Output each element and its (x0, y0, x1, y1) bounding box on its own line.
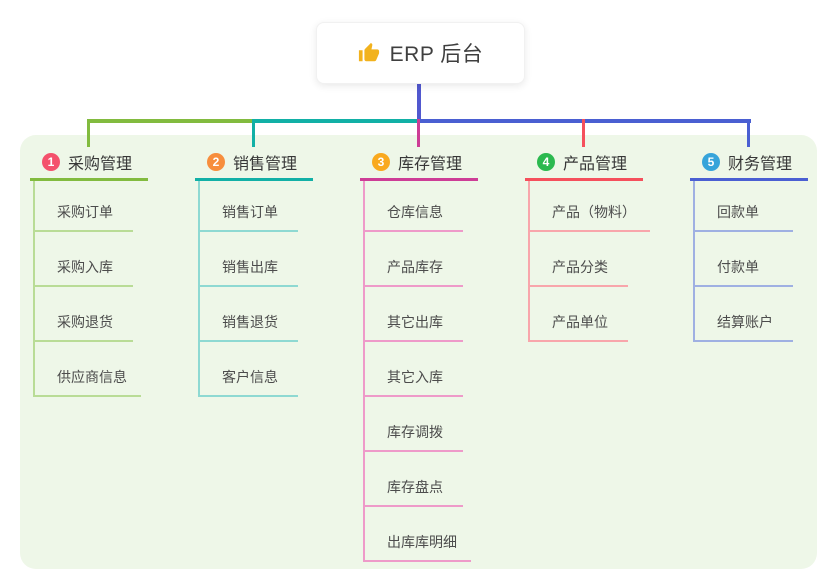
child-node-label: 采购入库 (57, 259, 113, 275)
branch-underline (690, 178, 808, 181)
child-node[interactable]: 付款单 (695, 232, 793, 287)
branch-number-badge: 2 (207, 152, 225, 171)
child-node[interactable]: 客户信息 (200, 342, 298, 397)
branch-underline (195, 178, 313, 181)
branch-label: 财务管理 (728, 155, 793, 173)
connector-bus-segment-3 (419, 119, 751, 123)
root-node[interactable]: ERP 后台 (316, 22, 525, 84)
child-node-label: 客户信息 (222, 369, 278, 385)
branch-children: 产品（物料） 产品分类产品单位 (528, 181, 650, 342)
branch-header[interactable]: 4 产品管理 (525, 147, 650, 176)
branch-header[interactable]: 1 采购管理 (30, 147, 148, 176)
child-node-label: 仓库信息 (387, 204, 443, 220)
child-node[interactable]: 结算账户 (695, 287, 793, 342)
branch-node-2: 2 销售管理销售订单销售出库销售退货客户信息 (195, 147, 313, 397)
branch-number-badge: 3 (372, 152, 390, 171)
root-title: ERP 后台 (389, 43, 484, 66)
branch-number-badge: 5 (702, 152, 720, 171)
connector-branch-drop-3 (417, 119, 420, 147)
child-node-label: 结算账户 (717, 314, 773, 330)
child-node[interactable]: 销售退货 (200, 287, 298, 342)
child-node[interactable]: 库存调拨 (365, 397, 463, 452)
branch-children: 采购订单采购入库采购退货供应商信息 (33, 181, 141, 397)
branch-label: 销售管理 (233, 155, 298, 173)
child-node[interactable]: 出库库明细 (365, 507, 471, 562)
child-node[interactable]: 采购订单 (35, 181, 133, 232)
child-node[interactable]: 库存盘点 (365, 452, 463, 507)
connector-bus-segment-1 (88, 119, 255, 123)
child-node-label: 库存盘点 (387, 479, 443, 495)
child-node-label: 产品分类 (552, 259, 608, 275)
branch-node-1: 1 采购管理采购订单采购入库采购退货供应商信息 (30, 147, 148, 397)
child-node[interactable]: 产品（物料） (530, 181, 650, 232)
child-node[interactable]: 产品库存 (365, 232, 463, 287)
connector-branch-drop-5 (747, 119, 750, 147)
thumbs-up-icon (358, 42, 380, 64)
child-node[interactable]: 销售出库 (200, 232, 298, 287)
child-node[interactable]: 回款单 (695, 181, 793, 232)
branch-label: 产品管理 (563, 155, 628, 173)
connector-bus-segment-2 (254, 119, 419, 123)
child-node-label: 产品库存 (387, 259, 443, 275)
branch-header[interactable]: 2 销售管理 (195, 147, 313, 176)
child-node[interactable]: 其它入库 (365, 342, 463, 397)
child-node[interactable]: 仓库信息 (365, 181, 463, 232)
connector-root-drop (417, 82, 421, 123)
branch-header[interactable]: 3 库存管理 (360, 147, 478, 176)
mindmap-panel (20, 135, 817, 569)
child-node-label: 库存调拨 (387, 424, 443, 440)
child-node[interactable]: 产品单位 (530, 287, 628, 342)
child-node-label: 供应商信息 (57, 369, 127, 385)
branch-label: 采购管理 (68, 155, 133, 173)
branch-number-badge: 4 (537, 152, 555, 171)
branch-header[interactable]: 5 财务管理 (690, 147, 808, 176)
child-node[interactable]: 其它出库 (365, 287, 463, 342)
branch-label: 库存管理 (398, 155, 463, 173)
child-node[interactable]: 采购入库 (35, 232, 133, 287)
child-node-label: 产品单位 (552, 314, 608, 330)
child-node-label: 产品（物料） (552, 204, 636, 220)
child-node-label: 付款单 (717, 259, 759, 275)
child-node-label: 出库库明细 (387, 534, 457, 550)
child-node-label: 其它入库 (387, 369, 443, 385)
branch-underline (525, 178, 643, 181)
child-node-label: 采购订单 (57, 204, 113, 220)
child-node-label: 其它出库 (387, 314, 443, 330)
child-node-label: 销售退货 (222, 314, 278, 330)
connector-branch-drop-1 (87, 119, 90, 147)
child-node-label: 销售出库 (222, 259, 278, 275)
branch-children: 回款单付款单结算账户 (693, 181, 793, 342)
connector-branch-drop-4 (582, 119, 585, 147)
child-node-label: 回款单 (717, 204, 759, 220)
branch-children: 仓库信息产品库存其它出库其它入库库存调拨库存盘点出库库明细 (363, 181, 471, 562)
branch-node-5: 5 财务管理回款单付款单结算账户 (690, 147, 808, 342)
child-node[interactable]: 采购退货 (35, 287, 133, 342)
branch-number-badge: 1 (42, 152, 60, 171)
child-node-label: 采购退货 (57, 314, 113, 330)
branch-underline (360, 178, 478, 181)
branch-underline (30, 178, 148, 181)
child-node-label: 销售订单 (222, 204, 278, 220)
child-node[interactable]: 供应商信息 (35, 342, 141, 397)
child-node[interactable]: 销售订单 (200, 181, 298, 232)
connector-branch-drop-2 (252, 119, 255, 147)
branch-node-3: 3 库存管理仓库信息产品库存其它出库其它入库库存调拨库存盘点出库库明细 (360, 147, 478, 562)
child-node[interactable]: 产品分类 (530, 232, 628, 287)
branch-node-4: 4 产品管理产品（物料） 产品分类产品单位 (525, 147, 650, 342)
branch-children: 销售订单销售出库销售退货客户信息 (198, 181, 298, 397)
